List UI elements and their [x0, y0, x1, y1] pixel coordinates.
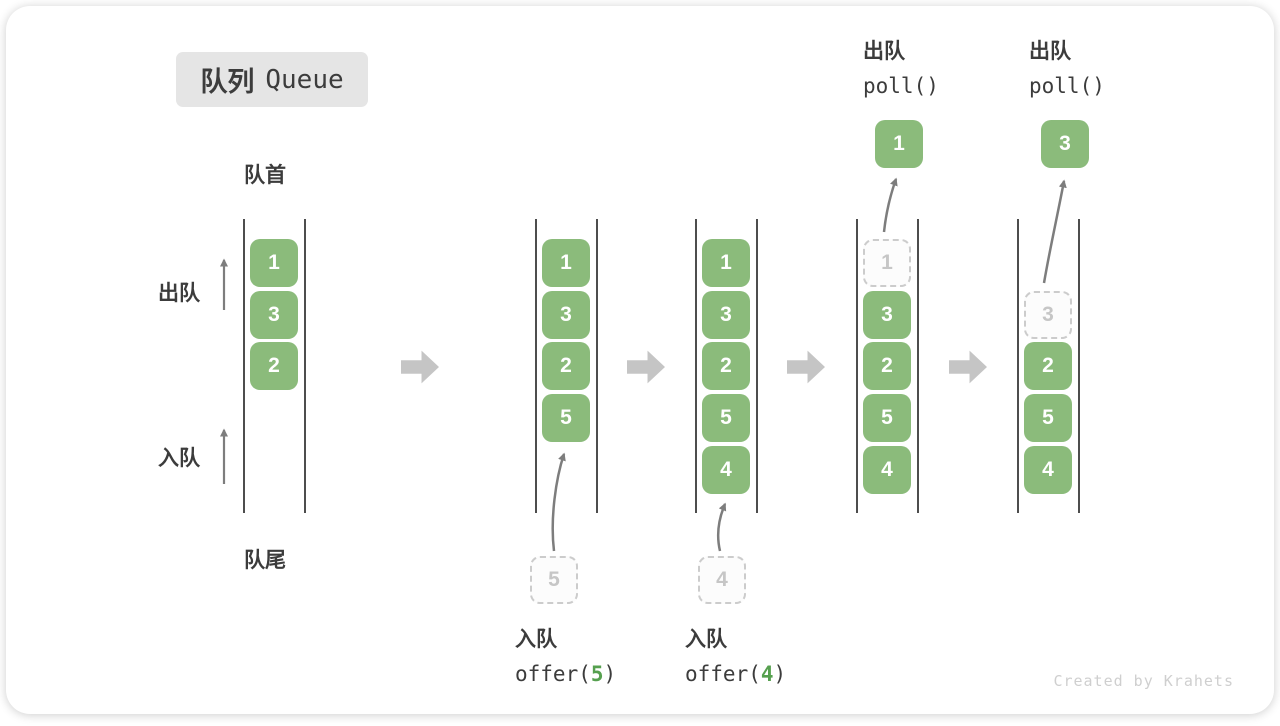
dequeue-caption: 出队 poll() — [1029, 35, 1105, 98]
title-en: Queue — [265, 64, 344, 95]
enqueue-caption-code: offer(5) — [515, 662, 617, 686]
queue-element: 2 — [702, 342, 750, 390]
queue-wall-left — [243, 219, 245, 513]
title-box: 队列 Queue — [176, 52, 368, 107]
dequeue-caption-zh: 出队 — [1029, 40, 1071, 63]
queue-wall-right — [304, 219, 306, 513]
queue-element: 5 — [702, 394, 750, 442]
enqueue-caption: 入队 offer(4) — [685, 623, 786, 686]
label-queue-front: 队首 — [244, 164, 286, 187]
queue-wall-right — [756, 219, 758, 513]
transition-arrow-icon — [949, 350, 987, 384]
label-enqueue-side: 入队 — [158, 447, 200, 470]
incoming-element-dashed: 4 — [698, 556, 746, 604]
dequeue-caption-zh: 出队 — [863, 40, 905, 63]
queue-element: 1 — [702, 239, 750, 287]
queue-element: 4 — [863, 446, 911, 494]
dequeue-caption: 出队 poll() — [863, 35, 939, 98]
enqueue-caption-zh: 入队 — [515, 628, 557, 651]
removed-element-dashed: 3 — [1024, 291, 1072, 339]
dequeue-caption-code: poll() — [1029, 74, 1105, 98]
enqueue-caption-code: offer(4) — [685, 662, 787, 686]
queue-element: 5 — [1024, 394, 1072, 442]
queue-element: 2 — [250, 342, 298, 390]
queue-element: 4 — [702, 446, 750, 494]
incoming-element-dashed: 5 — [530, 556, 578, 604]
queue-element: 3 — [863, 291, 911, 339]
label-queue-rear: 队尾 — [244, 549, 286, 572]
enqueue-4-arrow — [716, 502, 727, 552]
queue-element: 5 — [863, 394, 911, 442]
popped-element: 1 — [875, 120, 923, 168]
title-zh: 队列 — [200, 67, 255, 97]
transition-arrow-icon — [787, 350, 825, 384]
transition-arrow-icon — [627, 350, 665, 384]
watermark-credit: Created by Krahets — [1053, 672, 1234, 690]
enqueue-5-arrow — [551, 452, 566, 552]
queue-element: 2 — [1024, 342, 1072, 390]
queue-element: 3 — [250, 291, 298, 339]
removed-element-dashed: 1 — [863, 239, 911, 287]
queue-wall-right — [596, 219, 598, 513]
queue-wall-right — [917, 219, 919, 513]
queue-wall-left — [856, 219, 858, 513]
queue-wall-right — [1078, 219, 1080, 513]
poll-1-arrow — [882, 177, 898, 233]
queue-wall-left — [1017, 219, 1019, 513]
diagram-card: 队列 Queue 队首 队尾 出队 入队 1 3 2 1 3 2 5 5 入队 … — [6, 6, 1274, 714]
queue-element: 3 — [702, 291, 750, 339]
queue-wall-left — [695, 219, 697, 513]
queue-element: 2 — [863, 342, 911, 390]
queue-element: 2 — [542, 342, 590, 390]
queue-element: 1 — [542, 239, 590, 287]
transition-arrow-icon — [401, 350, 439, 384]
queue-wall-left — [535, 219, 537, 513]
queue-element: 4 — [1024, 446, 1072, 494]
queue-element: 5 — [542, 394, 590, 442]
queue-element: 3 — [542, 291, 590, 339]
dequeue-caption-code: poll() — [863, 74, 939, 98]
label-dequeue-side: 出队 — [158, 282, 200, 305]
enqueue-caption: 入队 offer(5) — [515, 623, 616, 686]
poll-3-arrow — [1042, 179, 1067, 284]
queue-element: 1 — [250, 239, 298, 287]
popped-element: 3 — [1041, 120, 1089, 168]
enqueue-caption-zh: 入队 — [685, 628, 727, 651]
